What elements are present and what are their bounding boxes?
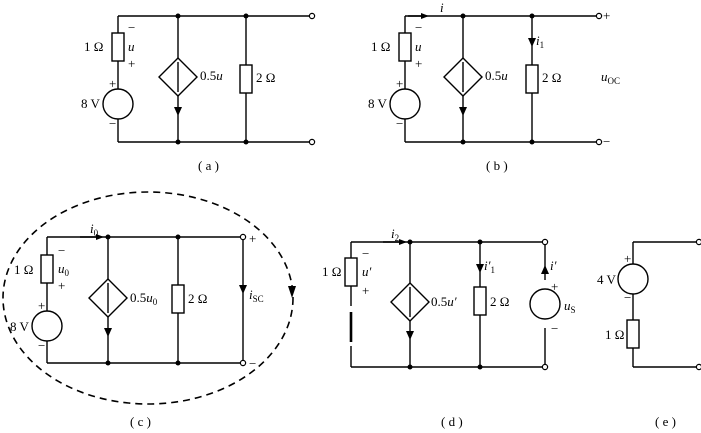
svg-text:2 Ω: 2 Ω	[490, 294, 509, 309]
svg-text:−: −	[624, 290, 631, 305]
svg-text:+: +	[249, 231, 256, 246]
resistor-1ohm-d	[344, 257, 358, 287]
svg-text:+: +	[362, 283, 369, 298]
svg-text:+: +	[415, 56, 422, 71]
svg-text:−: −	[128, 20, 135, 35]
svg-text:+: +	[58, 278, 65, 293]
svg-text:uS: uS	[564, 298, 576, 315]
resistor-1ohm-b	[398, 32, 412, 62]
svg-text:i0: i0	[90, 221, 99, 238]
caption-b: ( b )	[486, 158, 508, 173]
svg-text:−: −	[603, 134, 610, 149]
svg-text:+: +	[551, 279, 558, 294]
svg-text:i2: i2	[391, 226, 399, 243]
caption-e: ( e )	[655, 414, 676, 429]
dashed-boundary-c	[2, 191, 294, 405]
svg-text:i1: i1	[536, 33, 544, 50]
svg-text:+: +	[624, 251, 631, 266]
svg-text:8 V: 8 V	[81, 96, 101, 111]
svg-text:2 Ω: 2 Ω	[256, 70, 275, 85]
svg-text:1 Ω: 1 Ω	[84, 39, 103, 54]
svg-text:1 Ω: 1 Ω	[322, 264, 341, 279]
svg-text:2 Ω: 2 Ω	[188, 291, 207, 306]
svg-text:+: +	[109, 76, 116, 91]
svg-text:8 V: 8 V	[10, 319, 30, 334]
svg-text:−: −	[551, 321, 558, 336]
svg-text:+: +	[603, 8, 610, 23]
svg-text:−: −	[38, 338, 45, 353]
voltage-source-us-d	[529, 288, 561, 320]
svg-text:4 V: 4 V	[597, 272, 617, 287]
resistor-2ohm-d	[473, 286, 487, 316]
svg-text:0.5u0: 0.5u0	[130, 290, 158, 307]
svg-text:u: u	[128, 39, 135, 54]
svg-text:u: u	[415, 39, 422, 54]
svg-text:−: −	[362, 246, 369, 261]
svg-text:i′1: i′1	[484, 258, 495, 275]
svg-text:1 Ω: 1 Ω	[605, 327, 624, 342]
svg-text:0.5u′: 0.5u′	[431, 294, 457, 309]
svg-text:+: +	[38, 298, 45, 313]
svg-text:u′: u′	[362, 264, 372, 279]
resistor-1ohm-a	[111, 32, 125, 62]
voltage-source-8v-b	[389, 88, 421, 120]
svg-text:−: −	[109, 116, 116, 131]
circuit-d: i2 1 Ω − u′ + 0.5u′ i′1 2 Ω i′ + uS − ( …	[322, 226, 576, 429]
svg-text:0.5u: 0.5u	[200, 68, 223, 83]
svg-text:8 V: 8 V	[368, 96, 388, 111]
circuit-c: i0 1 Ω − u0 + + 8 V − 0.5u0 2 Ω iSC + − …	[2, 191, 296, 429]
svg-text:0.5u: 0.5u	[485, 68, 508, 83]
svg-text:2 Ω: 2 Ω	[542, 70, 561, 85]
svg-text:1 Ω: 1 Ω	[371, 39, 390, 54]
resistor-1ohm-e	[626, 319, 640, 349]
svg-text:−: −	[58, 243, 65, 258]
svg-text:−: −	[249, 356, 256, 371]
svg-text:u0: u0	[58, 261, 70, 278]
svg-text:+: +	[396, 76, 403, 91]
svg-text:1 Ω: 1 Ω	[14, 262, 33, 277]
svg-text:i: i	[440, 0, 444, 15]
resistor-2ohm-c	[171, 284, 185, 314]
circuit-e: + 4 V − 1 Ω ( e )	[597, 238, 701, 429]
voltage-source-4v-e	[617, 263, 649, 295]
resistor-1ohm-c	[40, 254, 54, 284]
voltage-source-8v-c	[31, 310, 63, 342]
caption-a: ( a )	[198, 158, 219, 173]
circuit-a: 1 Ω − u + + 8 V − 0.5u 2 Ω ( a )	[81, 12, 316, 173]
circuit-b: i 1 Ω − u + + 8 V − 0.5u i1 2 Ω + − uOC …	[368, 0, 620, 173]
resistor-2ohm-a	[239, 64, 253, 94]
caption-c: ( c )	[130, 414, 151, 429]
svg-text:+: +	[128, 56, 135, 71]
caption-d: ( d )	[441, 414, 463, 429]
svg-text:−: −	[396, 116, 403, 131]
svg-text:iSC: iSC	[249, 287, 264, 304]
svg-text:uOC: uOC	[601, 69, 620, 86]
svg-text:i′: i′	[550, 258, 557, 273]
resistor-2ohm-b	[525, 64, 539, 94]
svg-text:−: −	[415, 20, 422, 35]
voltage-source-8v-a	[102, 88, 134, 120]
